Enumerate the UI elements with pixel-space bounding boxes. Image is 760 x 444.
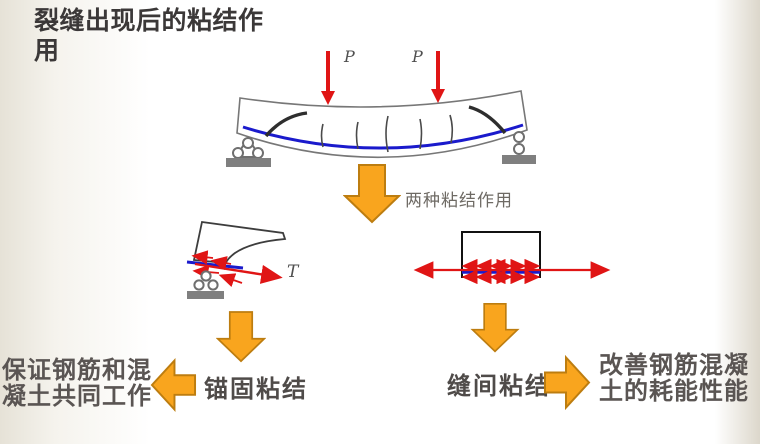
down-arrow-center-icon	[343, 164, 401, 224]
anchorage-support-icon	[187, 270, 224, 299]
tension-label: T	[287, 262, 299, 282]
rebar-line	[242, 123, 524, 150]
shear-crack-right	[468, 105, 507, 135]
between-cracks-outcome-text: 改善钢筋混凝 土的耗能性能	[599, 350, 749, 406]
load-label-left: P	[344, 47, 355, 66]
shear-crack-left	[264, 111, 308, 138]
down-arrow-left-icon	[216, 311, 266, 363]
between-outcome-line1: 改善钢筋混凝	[599, 350, 749, 379]
branch-label: 两种粘结作用	[405, 191, 513, 211]
anchorage-bond-label: 锚固粘结	[204, 374, 308, 403]
between-cracks-diagram	[413, 231, 611, 285]
left-arrow-icon	[150, 358, 197, 412]
between-cracks-bond-label: 缝间粘结	[447, 371, 551, 400]
anchorage-outcome-line1: 保证钢筋和混	[2, 355, 152, 384]
right-arrow-icon	[544, 354, 591, 411]
load-arrow-right-icon	[431, 51, 445, 103]
flexural-cracks	[320, 114, 454, 153]
support-right-icon	[502, 131, 536, 164]
page-title-line1: 裂缝出现后的粘结作	[34, 6, 264, 35]
page-title: 裂缝出现后的粘结作 用	[34, 6, 354, 65]
tension-force-arrow	[194, 262, 283, 284]
cracked-beam-diagram	[226, 51, 536, 167]
load-label-right: P	[412, 47, 423, 66]
between-outcome-line2: 土的耗能性能	[599, 376, 749, 406]
anchorage-outcome-line2: 凝土共同工作	[2, 381, 152, 411]
load-arrow-left-icon	[321, 51, 335, 105]
down-arrow-right-icon	[470, 303, 520, 353]
anchorage-bond-diagram	[186, 220, 287, 299]
anchorage-outcome-text: 保证钢筋和混 凝土共同工作	[2, 355, 152, 411]
support-left-icon	[226, 136, 271, 167]
page-title-line2: 用	[34, 35, 60, 65]
